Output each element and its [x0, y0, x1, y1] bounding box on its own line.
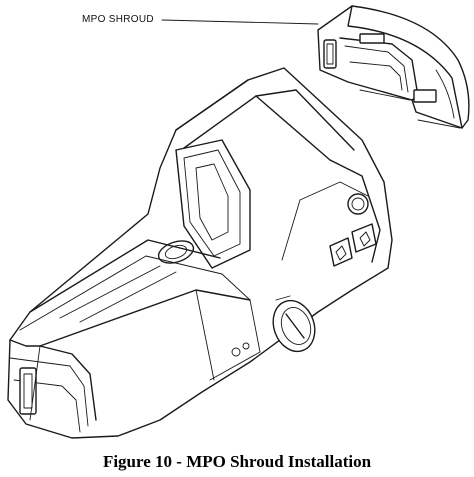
- control-buttons: [329, 223, 377, 267]
- figure-caption: Figure 10 - MPO Shroud Installation: [102, 452, 372, 471]
- battery-cap-knob: [272, 295, 316, 353]
- callout-leader-line: [161, 19, 319, 25]
- mpo-shroud-callout: MPO SHROUD: [82, 14, 154, 25]
- mpo-shroud-part: [317, 5, 470, 129]
- line-drawing: [7, 5, 470, 439]
- logo-emblem: [347, 193, 369, 215]
- sight-body: [7, 67, 393, 439]
